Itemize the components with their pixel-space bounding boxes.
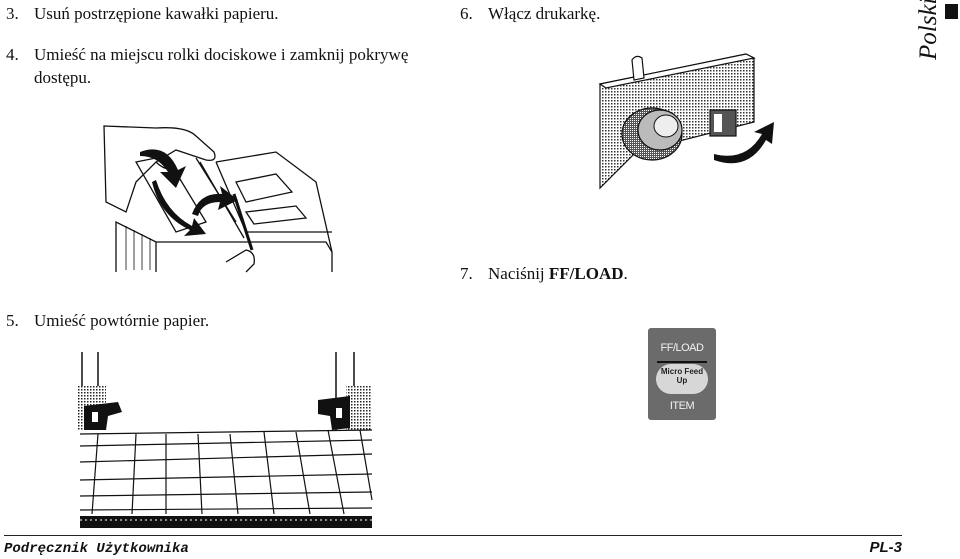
language-marker bbox=[945, 4, 958, 19]
step-7-button-name: FF/LOAD bbox=[548, 264, 624, 283]
paper-reload-illustration bbox=[78, 352, 373, 528]
language-tab-label: Polski bbox=[915, 0, 942, 60]
ff-load-label: FF/LOAD bbox=[660, 342, 704, 354]
step-7: 7. Naciśnij FF/LOAD. bbox=[460, 262, 628, 285]
step-4-text-line2: dostępu. bbox=[34, 68, 92, 87]
micro-feed-label: Micro Feed bbox=[660, 367, 704, 376]
footer-rule bbox=[4, 535, 902, 536]
step-6: 6. Włącz drukarkę. bbox=[460, 2, 600, 25]
step-4-number: 4. bbox=[6, 45, 19, 64]
step-6-number: 6. bbox=[460, 4, 473, 23]
step-5-number: 5. bbox=[6, 311, 19, 330]
step-5-text: Umieść powtórnie papier. bbox=[34, 311, 210, 330]
footer-manual-title: Podręcznik Użytkownika bbox=[4, 541, 189, 557]
micro-feed-up-button: Micro Feed Up bbox=[656, 364, 708, 394]
ff-load-button-panel: FF/LOAD Micro Feed Up ITEM bbox=[648, 328, 716, 420]
step-7-number: 7. bbox=[460, 264, 473, 283]
step-6-text: Włącz drukarkę. bbox=[488, 4, 601, 23]
step-7-suffix: . bbox=[623, 264, 628, 283]
step-4: 4. Umieść na miejscu rolki dociskowe i za… bbox=[6, 43, 466, 89]
step-3-number: 3. bbox=[6, 4, 19, 23]
step-3: 3. Usuń postrzępione kawałki papieru. bbox=[6, 2, 279, 25]
cover-close-illustration bbox=[103, 125, 333, 273]
power-switch-illustration bbox=[598, 53, 774, 190]
item-label: ITEM bbox=[669, 400, 695, 412]
step-5: 5. Umieść powtórnie papier. bbox=[6, 309, 209, 332]
step-3-text: Usuń postrzępione kawałki papieru. bbox=[34, 4, 279, 23]
button-divider bbox=[657, 361, 707, 363]
language-tab: Polski bbox=[915, 0, 942, 60]
step-7-text: Naciśnij bbox=[488, 264, 545, 283]
step-4-text-line1: Umieść na miejscu rolki dociskowe i zamk… bbox=[34, 45, 409, 64]
micro-feed-up-label: Up bbox=[676, 376, 688, 385]
footer-page-number: PL-3 bbox=[869, 539, 902, 556]
